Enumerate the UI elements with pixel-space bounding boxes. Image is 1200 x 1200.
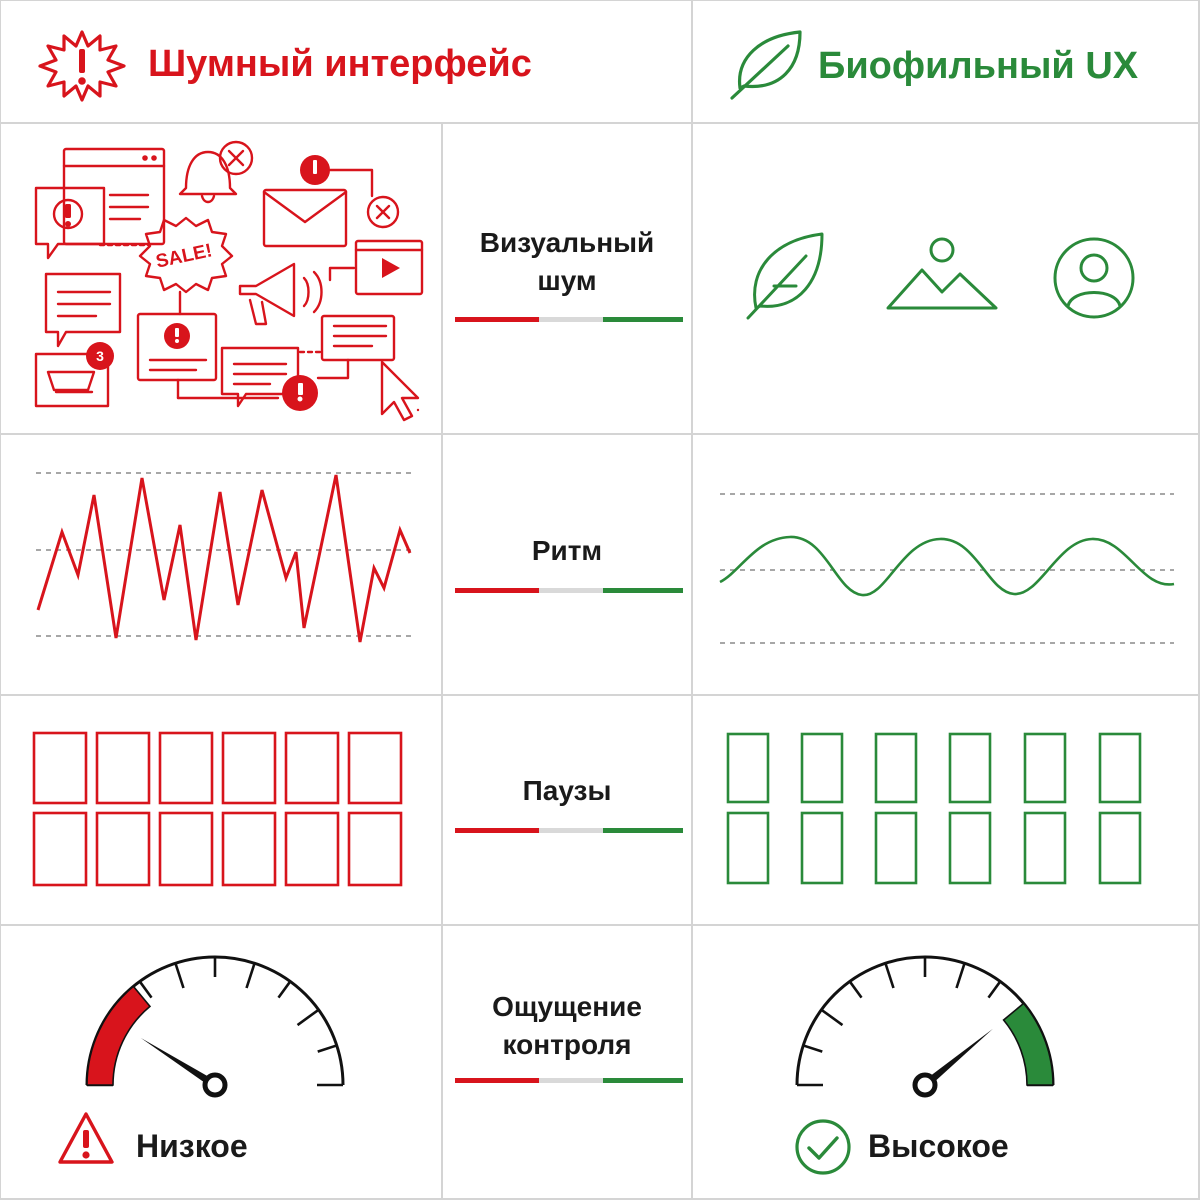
user-avatar-icon xyxy=(1053,237,1135,319)
gauge-tick xyxy=(296,1008,320,1027)
gauge-tick xyxy=(277,980,292,999)
chat-bubble-icon xyxy=(44,272,122,348)
chaotic-rhythm-wave xyxy=(36,472,412,643)
biophilic-ux-title: Биофильный UX xyxy=(818,45,1139,87)
noisy-interface-title: Шумный интерфейс xyxy=(148,43,532,85)
megaphone-icon xyxy=(238,262,323,326)
spaced-block-grid xyxy=(726,732,1142,885)
noisy-visual-collage: SALE! 3 xyxy=(34,140,424,422)
gauge-tick xyxy=(955,962,966,989)
gauge-tick xyxy=(802,1044,823,1053)
content-block xyxy=(726,811,770,885)
high-control-caption: Высокое xyxy=(868,1128,1009,1164)
landscape-icon xyxy=(886,237,998,310)
content-block xyxy=(948,732,992,804)
shopping-cart-icon xyxy=(34,352,110,408)
grid-line xyxy=(441,122,443,1200)
comparison-divider xyxy=(455,317,683,322)
content-block xyxy=(221,731,277,805)
high-control-gauge xyxy=(795,955,1055,1098)
grid-line xyxy=(1198,0,1200,1200)
low-control-caption: Низкое xyxy=(136,1128,248,1164)
content-block xyxy=(726,732,770,804)
content-block xyxy=(874,811,918,885)
warning-burst-icon xyxy=(38,30,126,102)
grid-line xyxy=(0,1198,1200,1200)
close-icon xyxy=(366,195,400,229)
gauge-hub xyxy=(912,1072,938,1098)
dense-block-grid xyxy=(32,731,403,887)
gauge-hub xyxy=(202,1072,228,1098)
row-label-visual-noise: Визуальный шум xyxy=(479,227,655,296)
content-block xyxy=(874,732,918,804)
cart-badge xyxy=(86,342,114,370)
low-control-gauge xyxy=(85,955,345,1098)
gauge-tick xyxy=(245,962,256,989)
gauge-tick xyxy=(138,980,153,999)
content-block xyxy=(32,731,88,805)
row-label-rhythm: Ритм xyxy=(531,535,603,566)
grid-line xyxy=(0,694,1200,696)
grid-line xyxy=(0,433,1200,435)
content-block xyxy=(347,731,403,805)
content-block xyxy=(800,732,844,804)
row-label-pauses: Паузы xyxy=(522,775,612,806)
comparison-divider xyxy=(455,588,683,593)
smooth-rhythm-wave xyxy=(719,493,1175,644)
gauge-tick xyxy=(174,962,185,989)
gauge-tick xyxy=(848,980,863,999)
video-player-icon xyxy=(354,239,424,296)
content-block xyxy=(284,731,340,805)
chat-bubble-icon xyxy=(220,346,300,408)
gauge-level-fill xyxy=(1002,1002,1054,1086)
content-block xyxy=(347,811,403,887)
comparison-divider xyxy=(455,828,683,833)
content-block xyxy=(158,731,214,805)
content-block xyxy=(1023,811,1067,885)
content-block xyxy=(221,811,277,887)
content-block xyxy=(1098,811,1142,885)
grid-line xyxy=(0,924,1200,926)
chat-panel-icon xyxy=(320,314,396,362)
bell-icon xyxy=(178,150,238,204)
gauge-tick xyxy=(317,1044,338,1053)
content-block xyxy=(158,811,214,887)
check-circle-icon xyxy=(795,1119,851,1175)
close-icon xyxy=(218,140,254,176)
comparison-divider xyxy=(455,1078,683,1083)
content-block xyxy=(95,731,151,805)
content-block xyxy=(1023,732,1067,804)
alert-chat-icon xyxy=(34,186,106,260)
row-label-sense-of-control: Ощущение контроля xyxy=(492,991,642,1060)
content-block xyxy=(948,811,992,885)
gauge-needle xyxy=(140,1037,218,1089)
sale-badge xyxy=(138,216,234,294)
cart-badge-count: 3 xyxy=(96,348,104,364)
grid-line xyxy=(0,0,1,1200)
grid-line xyxy=(0,0,1200,1)
grid-line xyxy=(691,0,693,1200)
cursor-icon xyxy=(380,360,420,422)
content-block xyxy=(1098,732,1142,804)
browser-window-icon xyxy=(62,147,166,246)
sale-badge-text: SALE! xyxy=(154,240,214,272)
warning-triangle-icon xyxy=(58,1112,114,1164)
leaf-icon xyxy=(746,232,824,320)
content-block xyxy=(32,811,88,887)
gauge-tick xyxy=(820,1008,844,1027)
alert-card-icon xyxy=(136,312,218,400)
leaf-icon xyxy=(730,30,802,100)
gauge-level-fill xyxy=(86,985,152,1086)
gauge-tick xyxy=(884,962,895,989)
content-block xyxy=(800,811,844,885)
gauge-needle xyxy=(922,1028,993,1089)
envelope-icon xyxy=(262,188,348,248)
grid-line xyxy=(0,122,1200,124)
gauge-tick xyxy=(987,980,1002,999)
content-block xyxy=(95,811,151,887)
content-block xyxy=(284,811,340,887)
